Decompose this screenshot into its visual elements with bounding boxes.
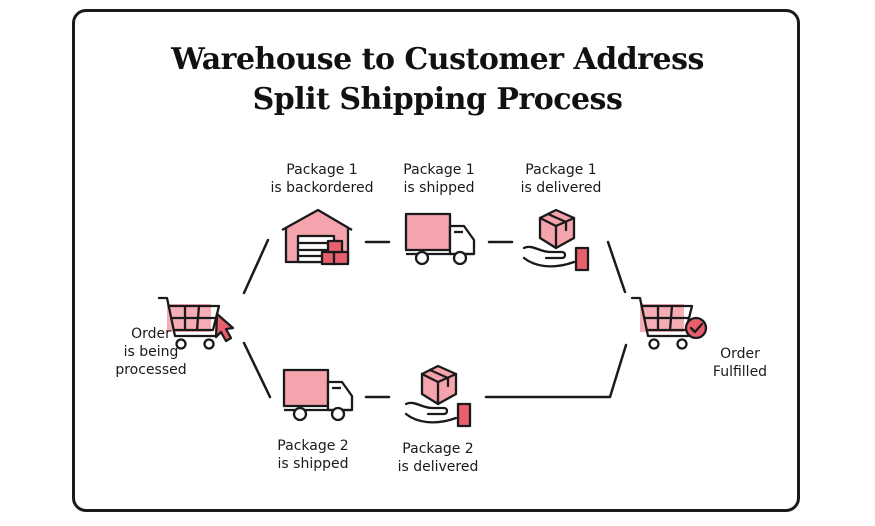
label-line: is shipped bbox=[277, 456, 349, 472]
connector-line bbox=[606, 240, 627, 294]
label-line: is shipped bbox=[403, 180, 475, 196]
hand-box-icon bbox=[404, 364, 472, 428]
label-line: Package 2 bbox=[402, 441, 474, 457]
diagram-frame bbox=[72, 9, 800, 512]
label-pkg2-delivered: Package 2 is delivered bbox=[383, 440, 493, 476]
label-order-fulfilled: Order Fulfilled bbox=[690, 345, 790, 381]
diagram-title-line1: Warehouse to Customer Address bbox=[171, 42, 704, 77]
connector-line bbox=[484, 343, 628, 399]
connector-line bbox=[242, 341, 272, 399]
label-line: Package 1 bbox=[286, 162, 358, 178]
diagram-title-line2: Split Shipping Process bbox=[252, 82, 623, 117]
label-line: Order bbox=[131, 326, 171, 342]
label-line: Package 1 bbox=[403, 162, 475, 178]
label-pkg1-shipped: Package 1 is shipped bbox=[384, 161, 494, 197]
label-line: is delivered bbox=[520, 180, 602, 196]
label-line: Package 1 bbox=[525, 162, 597, 178]
label-line: Package 2 bbox=[277, 438, 349, 454]
label-pkg1-backordered: Package 1 is backordered bbox=[262, 161, 382, 197]
connector-line bbox=[242, 238, 270, 295]
truck-icon bbox=[282, 368, 354, 422]
label-line: is being bbox=[123, 344, 179, 360]
label-line: is delivered bbox=[397, 459, 479, 475]
cart-cursor-icon bbox=[157, 296, 235, 350]
label-pkg1-delivered: Package 1 is delivered bbox=[506, 161, 616, 197]
hand-box-icon bbox=[522, 208, 590, 272]
label-line: Order bbox=[720, 346, 760, 362]
label-line: is backordered bbox=[270, 180, 374, 196]
truck-icon bbox=[404, 212, 476, 266]
cart-check-icon bbox=[630, 296, 708, 350]
label-line: Fulfilled bbox=[712, 364, 768, 380]
warehouse-icon bbox=[281, 208, 353, 266]
label-line: processed bbox=[115, 362, 187, 378]
label-order-processing: Order is being processed bbox=[96, 325, 206, 379]
label-pkg2-shipped: Package 2 is shipped bbox=[258, 437, 368, 473]
